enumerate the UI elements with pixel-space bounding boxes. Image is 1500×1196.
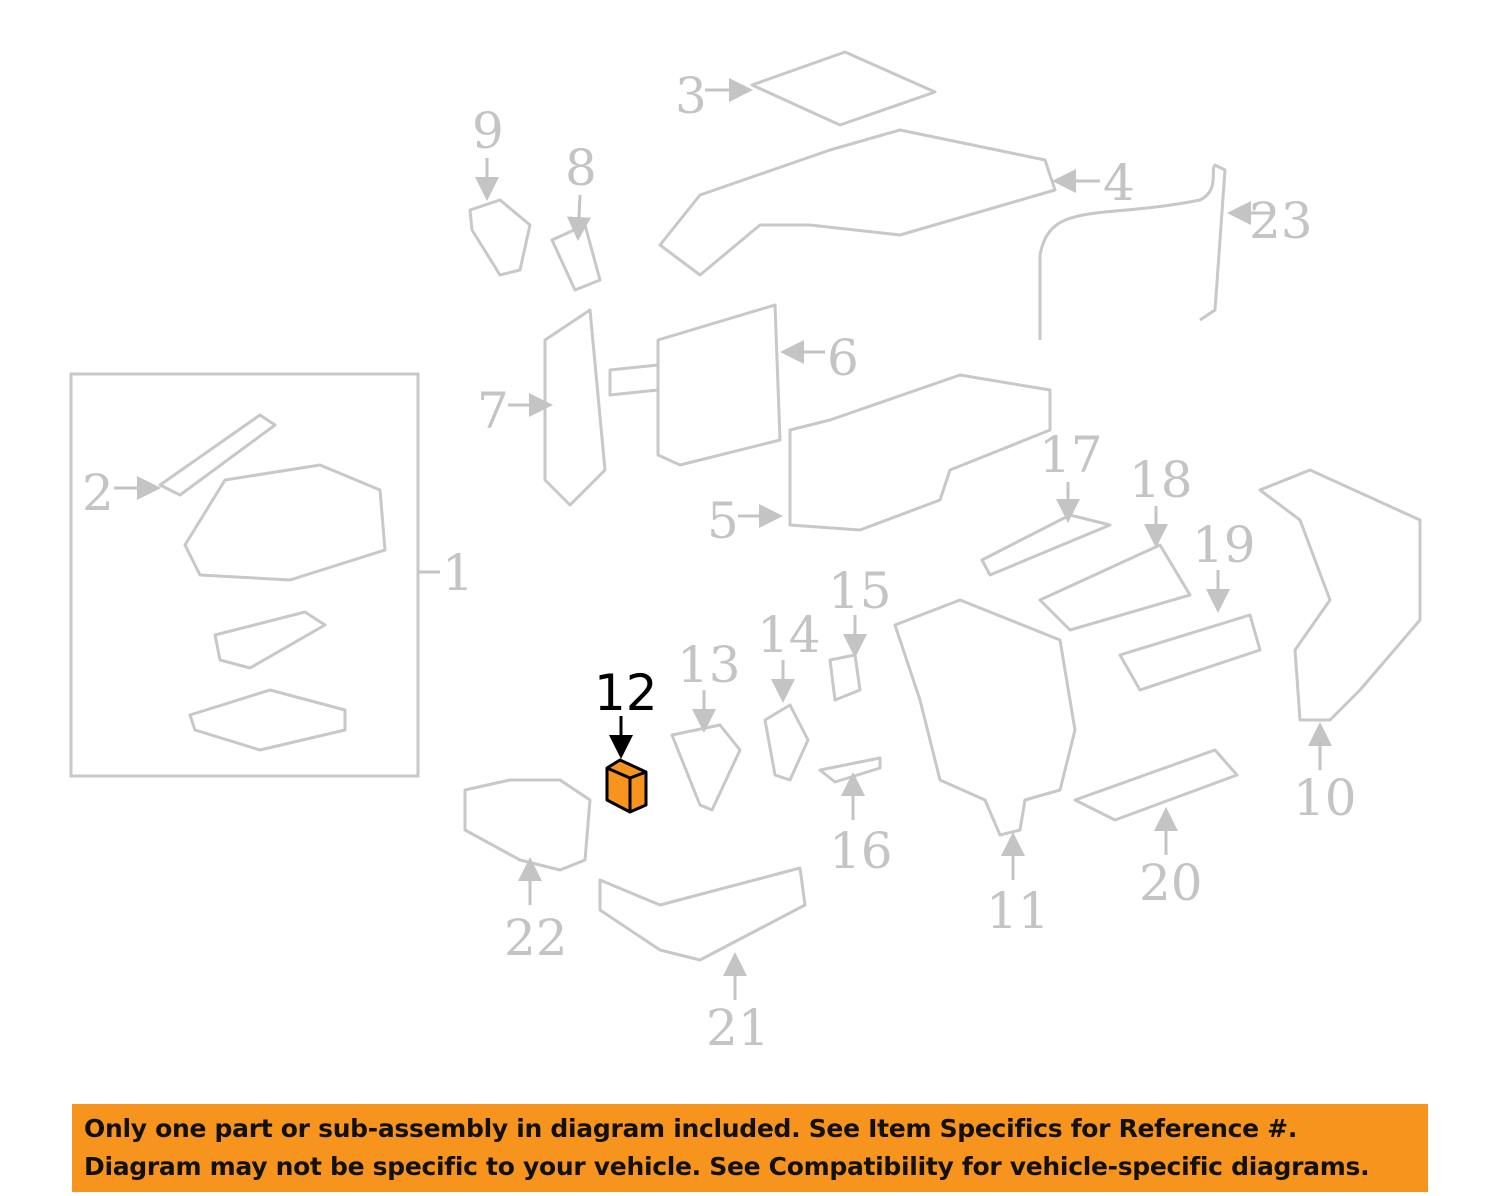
callout-19: 19 xyxy=(1192,516,1256,574)
callout-18: 18 xyxy=(1129,451,1193,509)
disclaimer-banner: Only one part or sub-assembly in diagram… xyxy=(72,1104,1428,1192)
callout-12: 12 xyxy=(594,664,658,722)
callout-8: 8 xyxy=(565,139,597,197)
callout-14: 14 xyxy=(757,606,821,664)
callout-5: 5 xyxy=(707,492,739,550)
callout-1: 1 xyxy=(442,544,474,602)
disclaimer-line-1: Only one part or sub-assembly in diagram… xyxy=(84,1114,1298,1143)
part-shapes xyxy=(158,50,1422,962)
leader-lines xyxy=(114,78,1332,1000)
callout-23: 23 xyxy=(1249,192,1313,250)
callout-2: 2 xyxy=(82,464,114,522)
callout-4: 4 xyxy=(1103,154,1135,212)
callout-9: 9 xyxy=(472,102,504,160)
callout-17: 17 xyxy=(1039,426,1103,484)
parts-diagram: 1 2 3 4 5 6 7 8 9 10 11 12 13 14 15 16 1… xyxy=(69,50,1422,1057)
part-12-highlighted[interactable] xyxy=(605,758,648,814)
callout-22: 22 xyxy=(504,909,568,967)
callout-6: 6 xyxy=(827,329,859,387)
callout-3: 3 xyxy=(675,67,707,125)
callout-15: 15 xyxy=(828,562,892,620)
callout-13: 13 xyxy=(677,636,741,694)
assembly-box-1 xyxy=(69,372,420,778)
callout-16: 16 xyxy=(829,822,893,880)
callout-11: 11 xyxy=(986,882,1050,940)
disclaimer-line-2: Diagram may not be specific to your vehi… xyxy=(84,1152,1370,1181)
callout-21: 21 xyxy=(706,999,770,1057)
callout-20: 20 xyxy=(1139,854,1203,912)
callout-10: 10 xyxy=(1293,769,1357,827)
callout-7: 7 xyxy=(477,382,509,440)
